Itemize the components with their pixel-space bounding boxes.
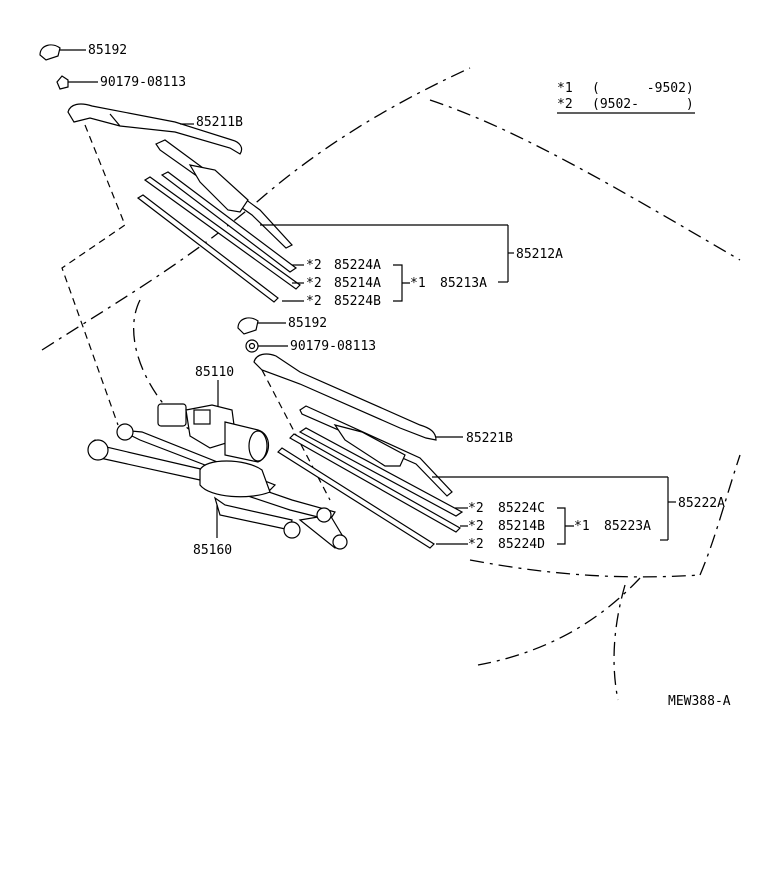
lower-blade-rubber-icon: [277, 433, 461, 549]
legend-row2-range: (9502- ): [592, 97, 694, 112]
legend-row1-mark: *1: [557, 81, 573, 96]
upper-nut-icon: [56, 75, 69, 90]
legend-row1-range: ( -9502): [592, 81, 694, 96]
lower-assy-part-number: 85222A: [678, 496, 725, 511]
wiper-motor-icon: [157, 403, 270, 463]
lower-arm-part-number: 85221B: [466, 431, 513, 446]
lower-blade-frame-icon: [298, 405, 464, 517]
lower-wiper-arm-icon: [253, 353, 437, 441]
lower-blade-group-mark: *1: [574, 519, 590, 534]
lower-item2-part-number: 85214B: [498, 519, 545, 534]
upper-blade-group-mark: *1: [410, 276, 426, 291]
upper-item1-part-number: 85224A: [334, 258, 381, 273]
lower-item3-mark: *2: [468, 537, 484, 552]
upper-assy-part-number: 85212A: [516, 247, 563, 262]
upper-cap-icon: [39, 44, 61, 61]
middle-nut-part-number: 90179-08113: [290, 339, 376, 354]
lower-blade-group-part-number: 85223A: [604, 519, 651, 534]
middle-cap-part-number: 85192: [288, 316, 327, 331]
upper-item3-part-number: 85224B: [334, 294, 381, 309]
lower-item1-mark: *2: [468, 501, 484, 516]
upper-item3-mark: *2: [306, 294, 322, 309]
lower-item3-part-number: 85224D: [498, 537, 545, 552]
diagram-code: MEW388-A: [668, 694, 731, 709]
lower-item1-part-number: 85224C: [498, 501, 545, 516]
windshield-outline: [41, 67, 741, 701]
lower-item2-mark: *2: [468, 519, 484, 534]
motor-part-number: 85110: [195, 365, 234, 380]
legend-row2-mark: *2: [557, 97, 573, 112]
linkage-part-number: 85160: [193, 543, 232, 558]
middle-cap-icon: [237, 317, 259, 335]
upper-item2-part-number: 85214A: [334, 276, 381, 291]
upper-item1-mark: *2: [306, 258, 322, 273]
upper-wiper-arm-icon: [67, 103, 243, 155]
upper-cap-part-number: 85192: [88, 43, 127, 58]
wiper-linkage-icon: [87, 423, 348, 550]
upper-blade-group-part-number: 85213A: [440, 276, 487, 291]
upper-item2-mark: *2: [306, 276, 322, 291]
upper-blade-frame-icon: [155, 139, 298, 273]
upper-nut-part-number: 90179-08113: [100, 75, 186, 90]
upper-blade-rubber-icon: [136, 176, 301, 303]
legend: *1 ( -9502) *2 (9502- ): [557, 81, 695, 114]
upper-arm-part-number: 85211B: [196, 115, 243, 130]
middle-nut-icon: [245, 339, 259, 353]
